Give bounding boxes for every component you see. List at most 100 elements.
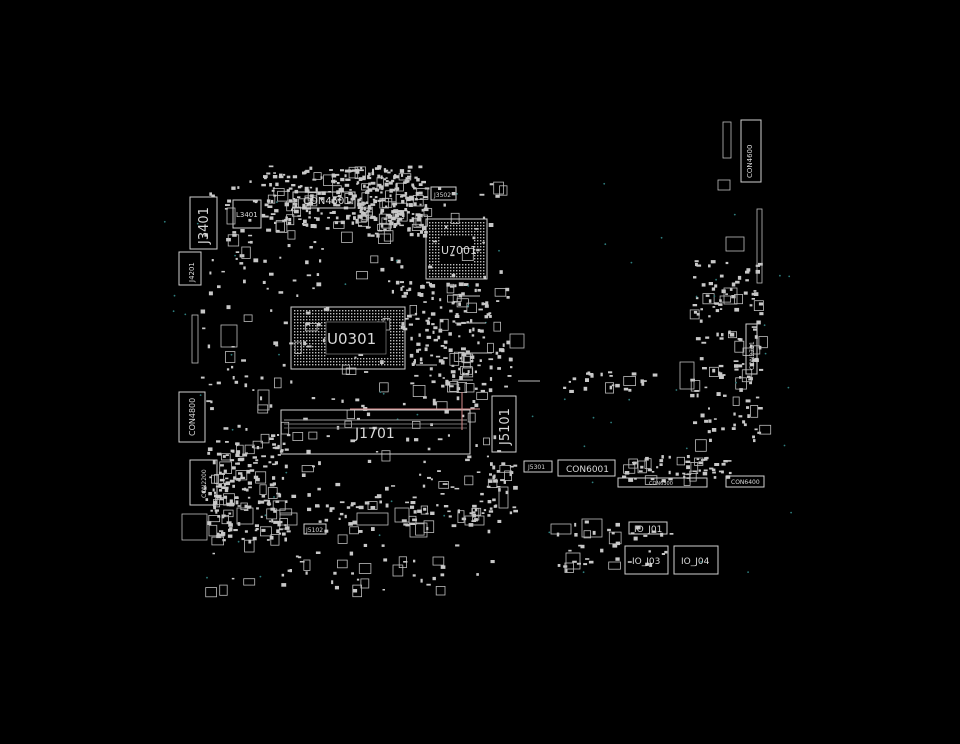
bga-ball	[438, 258, 440, 260]
smd-part	[252, 389, 255, 391]
bga-ball	[378, 319, 380, 321]
bga-grid-u0301	[294, 310, 404, 366]
bga-ball	[399, 325, 401, 327]
connector-con2701[interactable]: CON2701	[745, 323, 758, 375]
bga-ball	[345, 364, 347, 366]
smd-part	[695, 297, 699, 300]
smd-part	[708, 315, 711, 318]
smd-part	[282, 442, 286, 445]
smd-part	[316, 208, 320, 212]
connector-io-j04[interactable]: IO_J04	[673, 545, 719, 575]
smd-part	[229, 527, 233, 531]
label-u0301: U0301	[327, 330, 376, 348]
smd-part	[200, 309, 206, 314]
smd-part	[410, 523, 415, 525]
smd-part	[719, 295, 731, 303]
connector-io-j03[interactable]: IO_J03	[624, 545, 669, 575]
smd-part	[693, 310, 698, 314]
smd-part	[469, 512, 473, 515]
connector-j5101[interactable]: J5101	[491, 395, 517, 453]
connector-con6300[interactable]: CON6300	[617, 477, 708, 488]
smd-part	[701, 283, 706, 287]
smd-part	[248, 486, 252, 489]
smd-part	[313, 241, 317, 244]
smd-part	[204, 486, 207, 490]
connector-con4501[interactable]: CON4501	[292, 191, 356, 209]
connector-con6400[interactable]: CON6400	[725, 475, 765, 488]
bga-ball	[435, 264, 437, 266]
connector-j3502[interactable]: J3502	[430, 186, 457, 201]
bga-ball	[474, 222, 476, 224]
connector-j4201[interactable]: J4201	[178, 251, 202, 286]
smd-part	[513, 509, 518, 513]
smd-part	[392, 188, 396, 192]
connector-io-j01[interactable]: IO_J01	[628, 521, 668, 535]
bga-ball	[435, 240, 437, 242]
smd-part	[213, 505, 216, 510]
smd-part	[699, 357, 704, 361]
smd-part	[743, 423, 747, 427]
bga-ball	[390, 364, 392, 366]
smd-part	[423, 196, 428, 199]
bga-ball	[300, 322, 302, 324]
smd-part	[272, 463, 277, 466]
ic-u0301[interactable]: U0301	[290, 306, 406, 370]
smd-part	[366, 190, 369, 194]
connector-j1701[interactable]: J1701	[280, 409, 471, 455]
bga-ball	[315, 334, 317, 336]
smd-part	[369, 196, 373, 198]
smd-part	[755, 264, 761, 267]
bga-ball	[306, 322, 308, 324]
bga-ball	[465, 222, 467, 224]
connector-con4800[interactable]: CON4800	[178, 391, 206, 443]
misc-footprints	[181, 121, 763, 570]
bga-ball	[465, 231, 467, 233]
bga-ball	[456, 270, 458, 272]
bga-ball	[306, 328, 308, 330]
smd-part	[399, 281, 404, 284]
smd-part	[465, 458, 470, 462]
bga-ball	[438, 222, 440, 224]
smd-part	[385, 503, 389, 508]
bga-ball	[303, 328, 305, 330]
label-con6300: CON6300	[649, 481, 673, 487]
smd-part	[438, 373, 442, 377]
smd-part	[457, 509, 460, 514]
smd-part	[376, 494, 382, 499]
bga-ball	[345, 310, 347, 312]
smd-part	[380, 191, 383, 194]
smd-part	[734, 340, 745, 353]
smd-part	[466, 321, 470, 323]
connector-j3401[interactable]: J3401	[189, 196, 218, 250]
smd-part	[327, 216, 330, 219]
connector-con6001[interactable]: CON6001	[557, 459, 616, 477]
bga-ball	[450, 234, 452, 236]
smd-part	[708, 299, 712, 303]
smd-part	[627, 561, 632, 563]
inductor-l3401[interactable]: L3401	[232, 199, 262, 229]
connector-j5301[interactable]: J5301	[523, 460, 553, 473]
smd-part	[412, 185, 415, 188]
via	[531, 415, 534, 418]
connector-con2200[interactable]: CON2200	[189, 459, 218, 506]
connector-con4600[interactable]: CON4600	[740, 119, 762, 183]
bga-ball	[366, 310, 368, 312]
bga-ball	[315, 343, 317, 345]
smd-part	[252, 440, 264, 449]
smd-part	[221, 516, 225, 519]
smd-part	[696, 393, 699, 398]
smd-part	[414, 374, 419, 377]
smd-part	[721, 333, 724, 337]
via	[285, 471, 288, 474]
smd-part	[472, 400, 476, 403]
smd-part	[377, 229, 383, 232]
bga-ball	[471, 228, 473, 230]
ic-u7001[interactable]: U7001	[425, 218, 488, 280]
smd-part	[423, 396, 427, 399]
connector-j5102[interactable]: J5102	[303, 523, 327, 535]
smd-part	[267, 499, 271, 504]
bga-ball	[306, 346, 308, 348]
bga-ball	[330, 364, 332, 366]
bga-ball	[315, 349, 317, 351]
bga-ball	[432, 258, 434, 260]
